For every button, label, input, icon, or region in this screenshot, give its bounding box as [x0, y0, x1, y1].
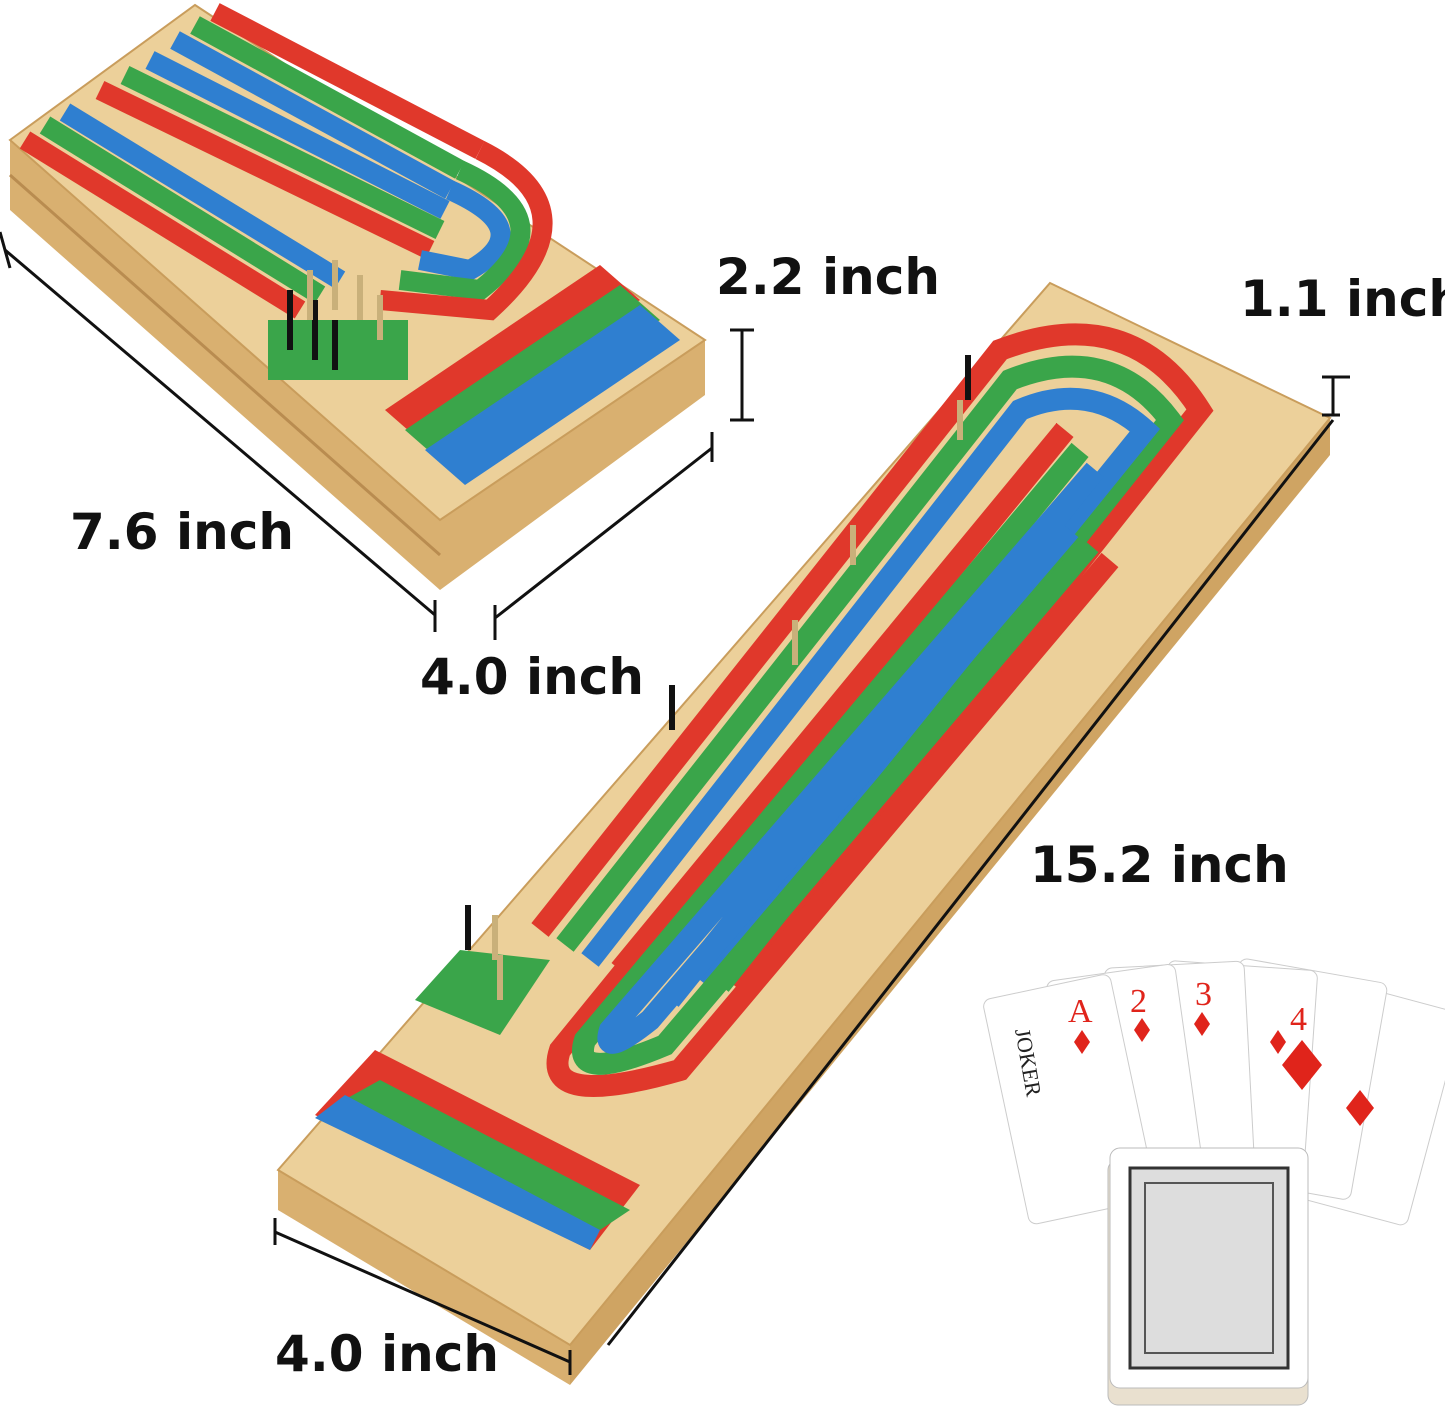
card-deck	[1107, 1147, 1309, 1406]
folded-cribbage-board	[8, 3, 707, 590]
folded-height-label: 2.2 inch	[716, 248, 940, 306]
folded-width-label: 4.0 inch	[420, 648, 644, 706]
open-cribbage-board	[276, 281, 1332, 1385]
card-ranks: A 2 3 4	[1068, 976, 1307, 1038]
folded-length-label: 7.6 inch	[70, 503, 294, 561]
folded-board-tracks	[19, 3, 553, 321]
board-length-label: 15.2 inch	[1030, 836, 1289, 894]
dimension-lines	[0, 231, 1350, 1375]
open-board-score-grid	[315, 950, 640, 1250]
card-rank-4: 4	[1290, 1001, 1307, 1038]
folded-board-pegs	[268, 260, 408, 380]
playing-cards	[983, 958, 1445, 1406]
card-rank-3: 3	[1195, 976, 1212, 1013]
card-rank-a: A	[1068, 993, 1093, 1030]
board-width-label: 4.0 inch	[275, 1325, 499, 1383]
folded-board-score-grid	[385, 265, 680, 485]
board-height-label: 1.1 inch	[1240, 270, 1445, 328]
open-board-pegs	[465, 355, 971, 950]
card-diamonds	[1074, 1012, 1374, 1126]
card-rank-2: 2	[1130, 983, 1147, 1020]
open-board-tracks	[531, 323, 1214, 1097]
